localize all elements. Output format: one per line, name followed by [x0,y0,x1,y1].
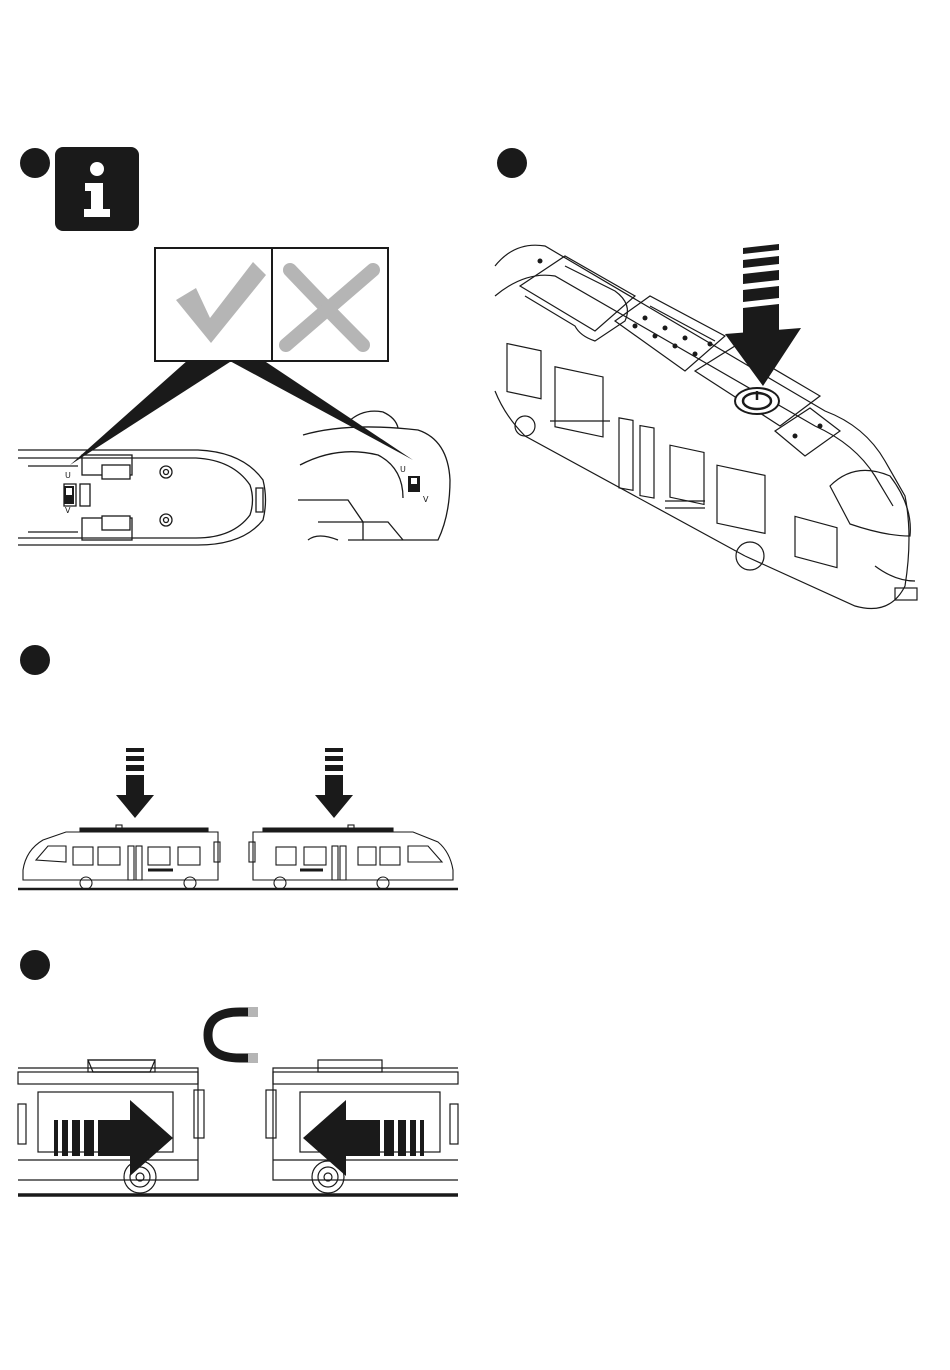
arrow-right-icon [54,1100,173,1176]
two-cars-press-illustration [18,742,458,902]
switch-callout-illustration: U V U V [18,240,468,560]
step-1-marker [20,148,50,178]
magnet-coupling-illustration [18,1000,458,1210]
train-top-power-illustration [495,236,935,636]
magnet-icon [208,1007,258,1063]
switch-label-v-left: V [65,506,71,515]
switch-label-v-right: V [423,495,429,504]
step-2-marker [497,148,527,178]
step-4-marker [20,950,50,980]
info-icon [55,147,139,231]
arrow-down-icon [116,748,154,818]
step-3-marker [20,645,50,675]
arrow-down-icon [315,748,353,818]
arrow-down-icon [725,244,801,386]
switch-label-u-right: U [400,465,406,474]
power-icon[interactable] [735,388,779,414]
switch-label-u-left: U [65,471,71,480]
train-cab-side [298,411,450,540]
train-underside [18,450,266,545]
arrow-left-icon [303,1100,424,1176]
